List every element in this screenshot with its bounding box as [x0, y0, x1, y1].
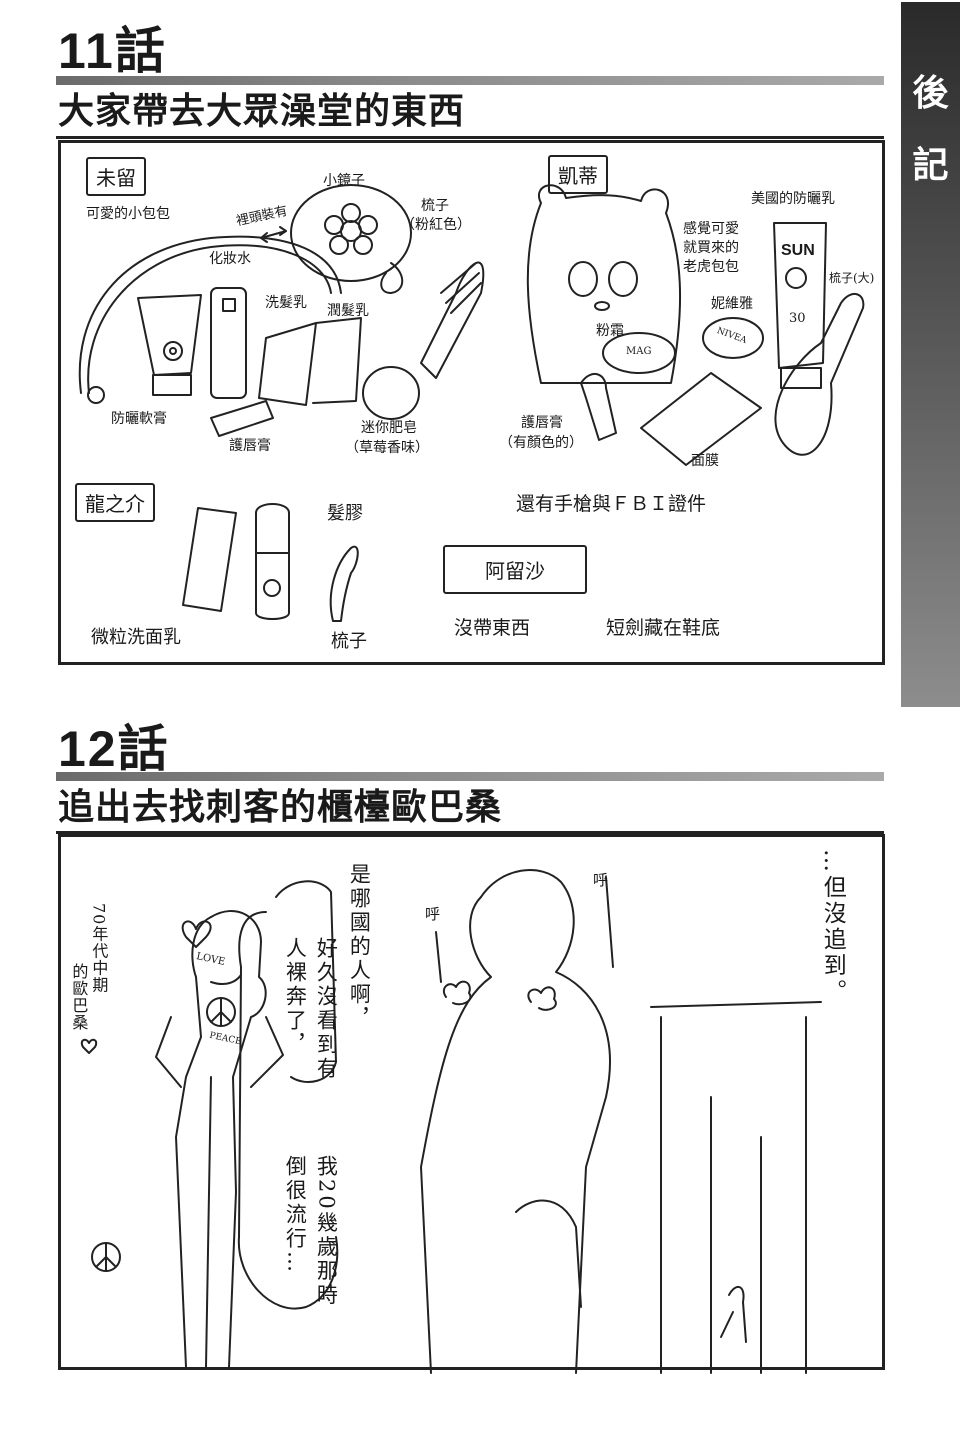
label-big-brush: 梳子(大) [829, 271, 875, 285]
label-powder: 粉霜 [596, 323, 624, 339]
label-lipstick-note: （有顏色的） [499, 435, 583, 451]
label-hair-gel: 髮膠 [327, 503, 363, 524]
chapter-12-title: 追出去找刺客的櫃檯歐巴桑 [58, 787, 503, 828]
label-comb-ryunosuke: 梳子 [331, 631, 367, 652]
chapter-11-panel: 未留 可愛的小包包 裡頭裝有 小鏡子 梳子 （粉紅色） 化妝水 洗髮乳 潤髮乳 … [58, 140, 885, 665]
side-tab-afterword: 後 記 [901, 2, 960, 707]
chapter-11-bar [56, 76, 884, 85]
scene-drawing [80, 869, 822, 1374]
speech-bubble-20s-col2: 倒很流行… [283, 1155, 308, 1275]
label-tiger-bag-2: 就買來的 [683, 240, 739, 256]
side-tab-char-2: 記 [912, 144, 949, 186]
label-nivea: 妮維雅 [711, 296, 753, 312]
sfx-huff-1: 呼 [425, 905, 441, 923]
ryunosuke-items-drawing [182, 503, 359, 622]
label-soap: 迷你肥皂 [361, 420, 417, 436]
mitome-items-drawing [78, 184, 485, 437]
chapter-11-title: 大家帶去大眾澡堂的東西 [58, 91, 466, 132]
chapter-11-title-underline [56, 136, 884, 139]
label-comb-mitome: 梳子 [421, 198, 449, 214]
chapter-12-number: 12話 [58, 721, 170, 777]
speech-bubble-20s-col1: 我20幾歲那時 [314, 1155, 339, 1308]
narration-didnt-catch: …但沒追到。 [819, 849, 846, 1005]
label-pouch: 可愛的小包包 [86, 206, 170, 222]
mag-compact-text: MAG [626, 346, 652, 357]
chapter-11-number: 11話 [58, 23, 167, 79]
chapter-12-title-underline [56, 831, 884, 834]
name-box-alyosha: 阿留沙 [443, 545, 587, 594]
label-toner: 化妝水 [209, 251, 251, 267]
side-tab-char-1: 後 [912, 72, 949, 114]
name-box-mitome: 未留 [86, 157, 146, 196]
label-tiger-bag-1: 感覺可愛 [683, 221, 739, 237]
label-dagger-shoe: 短劍藏在鞋底 [606, 617, 721, 639]
label-gun-fbi: 還有手槍與ＦＢＩ證件 [516, 493, 707, 515]
label-lipstick: 護唇膏 [521, 415, 563, 431]
sun-tube-text: SUN [781, 242, 815, 259]
name-box-ryunosuke: 龍之介 [75, 483, 155, 522]
label-shampoo: 洗髮乳 [265, 295, 307, 311]
caption-70s-col1: 70年代中期 [89, 903, 109, 994]
speech-bubble-long-time-col1: 好久沒看到有 [314, 937, 339, 1081]
label-us-sunscreen: 美國的防曬乳 [751, 191, 835, 207]
sfx-huff-2: 呼 [593, 871, 609, 889]
sun-tube-spf: 30 [789, 311, 806, 326]
label-lipbalm-mitome: 護唇膏 [229, 438, 271, 454]
label-sunscreen-ointment: 防曬軟膏 [111, 411, 167, 427]
katie-items-drawing [526, 184, 865, 466]
caption-70s-col2: 的歐巴桑 [69, 963, 89, 1031]
label-nothing: 沒帶東西 [454, 617, 531, 639]
speech-bubble-long-time-col2: 人裸奔了， [283, 937, 308, 1057]
label-face-wash: 微粒洗面乳 [91, 627, 181, 648]
chapter-12-panel: 70年代中期 的歐巴桑 LOVE PEACE 是哪國的人啊， 好久沒看到有 人裸… [58, 834, 885, 1374]
label-conditioner: 潤髮乳 [327, 303, 369, 319]
label-comb-color: （粉紅色） [401, 217, 471, 233]
label-tiger-bag-3: 老虎包包 [683, 259, 739, 275]
speech-bubble-which-country: 是哪國的人啊， [347, 863, 372, 1031]
chapter-12-bar [56, 772, 884, 781]
label-soap-scent: （草莓香味） [345, 440, 429, 456]
